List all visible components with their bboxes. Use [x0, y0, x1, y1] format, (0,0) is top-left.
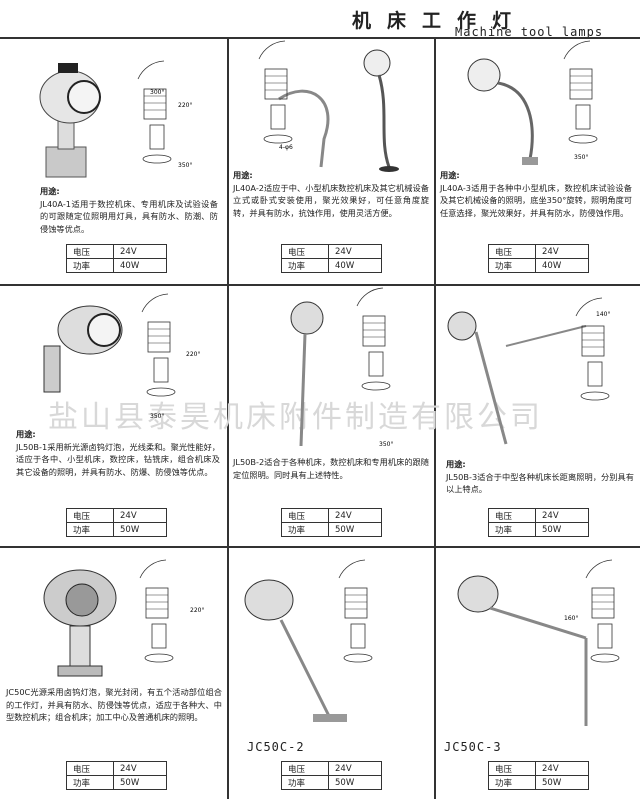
- svg-text:350°: 350°: [574, 154, 588, 161]
- divider: [0, 546, 640, 548]
- lamp-illustration: 160°: [457, 559, 620, 726]
- product-card: 220° 350° 用途:JL50B-1采用新光源卤钨灯泡，光线柔和。聚光性能好…: [0, 286, 227, 546]
- product-card: 350° 用途:JL40A-3适用于各种中小型机床，数控机床试验设备及其它机械设…: [436, 39, 640, 284]
- divider: [0, 37, 640, 39]
- lamp-illustration: 220° 350°: [43, 293, 200, 420]
- divider: [227, 37, 229, 799]
- product-description: 用途:JL50B-3适合于中型各种机床长距离照明，分别具有以上特点。: [446, 459, 634, 495]
- product-description: JC50C光源采用卤钨灯泡，聚光封闭，有五个活动部位组合的工作灯，并具有防水、防…: [6, 687, 222, 723]
- svg-text:300°: 300°: [150, 89, 164, 96]
- product-card: 220° JC50C光源采用卤钨灯泡，聚光封闭，有五个活动部位组合的工作灯，并具…: [0, 548, 227, 799]
- page-title-en: Machine tool lamps: [455, 25, 604, 39]
- lamp-illustration: 300° 220° 350°: [39, 60, 192, 178]
- product-card: 300° 220° 350° 用途:JL40A-1适用于数控机床、专用机床及试验…: [0, 39, 227, 284]
- product-description: 用途:JL50B-1采用新光源卤钨灯泡，光线柔和。聚光性能好，适应于各中、小型机…: [16, 429, 220, 477]
- lamp-illustration: 140°: [447, 297, 610, 445]
- lamp-illustration: 4-φ6: [258, 40, 399, 172]
- lamp-illustration: 350°: [467, 40, 598, 165]
- svg-text:160°: 160°: [564, 615, 578, 622]
- lamp-illustration: [244, 559, 373, 722]
- svg-text:350°: 350°: [150, 413, 164, 420]
- model-label: JC50C-3: [444, 740, 502, 754]
- divider: [434, 37, 436, 799]
- svg-text:4-φ6: 4-φ6: [279, 144, 293, 151]
- svg-text:220°: 220°: [178, 102, 192, 109]
- watermark: 盐山县泰昊机床附件制造有限公司: [48, 400, 543, 435]
- svg-text:350°: 350°: [178, 162, 192, 169]
- svg-text:220°: 220°: [190, 607, 204, 614]
- page-title-cn: 机床工作灯: [352, 10, 528, 32]
- product-card: 4-φ6 用途:JL40A-2适应于中、小型机床数控机床及其它机械设备立式或卧式…: [229, 39, 434, 284]
- product-card: 140° 用途:JL50B-3适合于中型各种机床长距离照明，分别具有以上特点。 …: [436, 286, 640, 546]
- product-description: 用途:JL40A-2适应于中、小型机床数控机床及其它机械设备立式或卧式安装使用，…: [233, 170, 429, 218]
- product-description: JL50B-2适合于各种机床，数控机床和专用机床的跟随定位照明。同时具有上述特性…: [233, 457, 429, 480]
- divider: [0, 284, 640, 286]
- svg-text:140°: 140°: [596, 311, 610, 318]
- svg-text:350°: 350°: [379, 441, 393, 448]
- model-label: JC50C-2: [247, 740, 305, 754]
- product-description: 用途:JL40A-3适用于各种中小型机床，数控机床试验设备及其它机械设备的照明，…: [440, 170, 632, 218]
- lamp-illustration: 350°: [290, 287, 393, 448]
- lamp-illustration: 220°: [43, 559, 204, 677]
- product-description: 用途:JL40A-1适用于数控机床、专用机床及试验设备的可跟随定位照明用灯具，具…: [40, 186, 218, 234]
- svg-text:220°: 220°: [186, 351, 200, 358]
- product-card: 350° JL50B-2适合于各种机床，数控机床和专用机床的跟随定位照明。同时具…: [229, 286, 434, 546]
